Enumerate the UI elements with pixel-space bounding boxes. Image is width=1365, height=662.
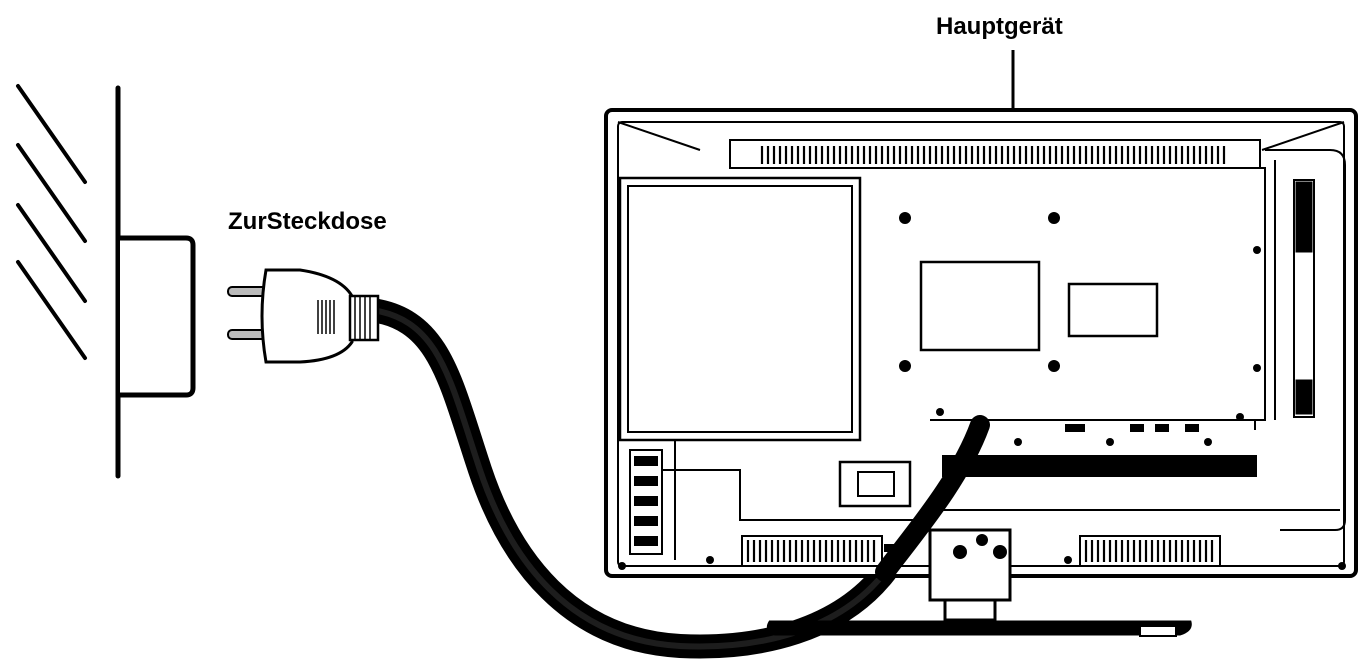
vesa-mount-holes — [899, 212, 1261, 421]
main-unit-label: Hauptgerät — [936, 13, 1063, 40]
power-plug — [227, 268, 380, 364]
to-socket-label: ZurSteckdose — [228, 208, 387, 235]
top-vent-slots — [760, 146, 1226, 164]
wall-socket — [120, 235, 196, 398]
wall — [16, 84, 121, 479]
bottom-vent-slots — [746, 540, 1214, 562]
tv-rear-panel — [604, 108, 1358, 637]
power-cable-end — [875, 415, 990, 582]
